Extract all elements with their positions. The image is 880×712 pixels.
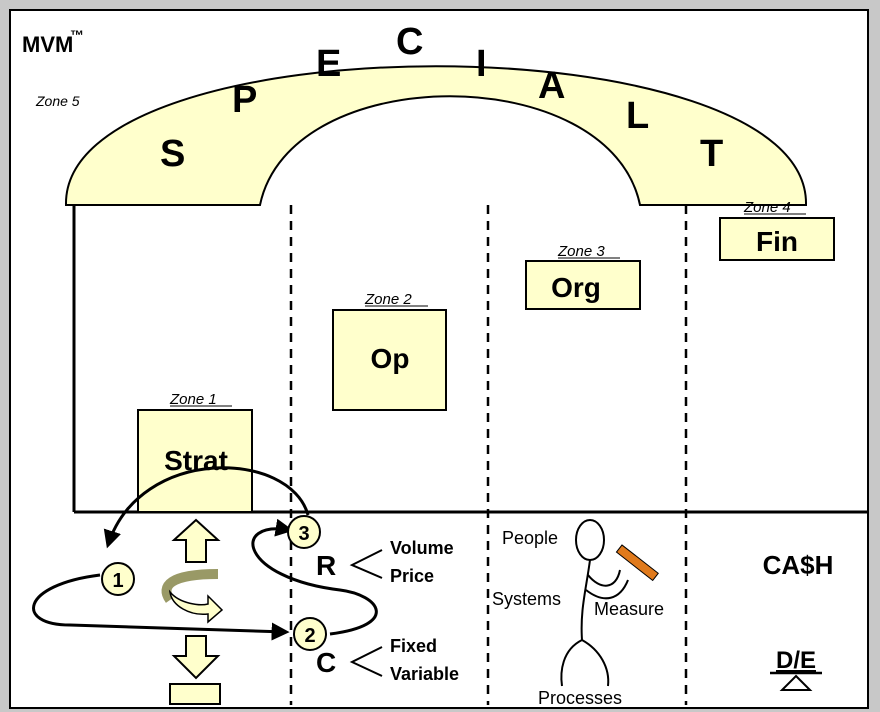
- cost-variable: Variable: [390, 664, 459, 684]
- base-bar-icon: [169, 683, 221, 705]
- stick-figure-icon: [560, 519, 629, 687]
- revenue-price: Price: [390, 566, 434, 586]
- rotate-arrow-icon: [161, 569, 219, 603]
- rotate-arrowhead-icon: [168, 589, 224, 624]
- arch-letter-p: P: [232, 79, 257, 121]
- step-3-label: 3: [298, 523, 309, 545]
- org-people: People: [502, 528, 558, 548]
- fin-box-label: Fin: [756, 226, 798, 257]
- arch-letter-i: I: [476, 43, 487, 85]
- cost-fixed: Fixed: [390, 636, 437, 656]
- cost-bracket: [349, 646, 383, 677]
- op-box-label: Op: [371, 343, 410, 374]
- org-measure: Measure: [594, 599, 664, 619]
- op-box: [332, 309, 447, 411]
- finance-cash: CA$H: [763, 550, 834, 580]
- fulcrum-icon: [779, 674, 813, 691]
- up-arrow-icon: [171, 518, 221, 563]
- loop-arrow-2-to-3: [251, 518, 378, 636]
- step-1-label: 1: [112, 570, 123, 592]
- loop-arrow-1-to-2: [32, 573, 290, 641]
- finance-ratio: D/E: [776, 647, 816, 674]
- zone-3-label: Zone 3: [557, 243, 605, 260]
- arch-letter-a: A: [538, 65, 565, 107]
- org-box-label: Org: [551, 272, 601, 303]
- zone-2-label: Zone 2: [364, 291, 412, 308]
- step-3-circle: [287, 515, 321, 549]
- ruler-icon: [615, 544, 659, 582]
- org-box: [525, 260, 641, 310]
- loop-arrow-3-to-1: [103, 466, 310, 549]
- arch-letter-s: S: [160, 133, 185, 175]
- cost-letter: C: [316, 647, 336, 678]
- fin-box: [719, 217, 835, 261]
- step-2-circle: [293, 617, 327, 651]
- specialt-arch: [64, 65, 808, 206]
- strat-box: [137, 409, 253, 513]
- revenue-volume: Volume: [390, 538, 454, 558]
- arch-letter-t: T: [700, 133, 723, 175]
- arch-letter-e: E: [316, 43, 341, 85]
- arch-letter-c: C: [396, 21, 423, 63]
- down-arrow-icon: [171, 635, 221, 680]
- revenue-letter: R: [316, 550, 336, 581]
- brand-title: MVM: [22, 32, 73, 57]
- step-1-circle: [101, 562, 135, 596]
- revenue-bracket: [349, 549, 383, 579]
- step-2-label: 2: [304, 625, 315, 647]
- brand-trademark: ™: [70, 27, 84, 43]
- arch-letter-l: L: [626, 95, 649, 137]
- org-processes: Processes: [538, 688, 622, 708]
- zone-5-label: Zone 5: [35, 93, 80, 109]
- zone-4-label: Zone 4: [743, 199, 791, 216]
- zone-1-label: Zone 1: [169, 391, 217, 408]
- org-systems: Systems: [492, 589, 561, 609]
